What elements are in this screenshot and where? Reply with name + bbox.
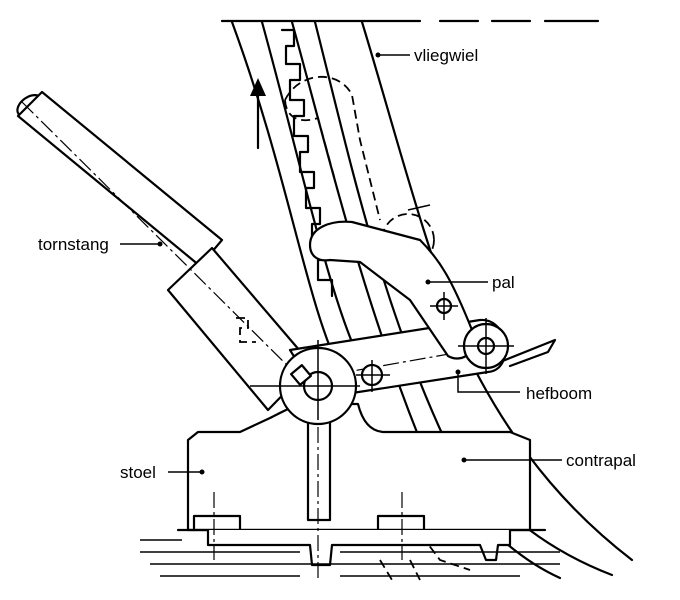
label-stoel: stoel [120,463,156,482]
label-tornstang: tornstang [38,235,109,254]
tornstang-rod [16,90,314,412]
label-hefboom: hefboom [526,384,592,403]
stoel-base [140,400,560,581]
label-vliegwiel-group: vliegwiel [375,46,478,65]
label-pal: pal [492,273,515,292]
arrow-up-icon [250,78,266,150]
dashed-pin-circle [381,213,435,267]
main-pivot [250,340,390,426]
dashed-pal-outline [284,75,381,221]
pal-pawl [308,220,514,374]
label-hefboom-group: hefboom [455,369,592,403]
label-contrapal-group: contrapal [461,451,636,470]
label-stoel-group: stoel [120,463,205,482]
label-vliegwiel: vliegwiel [414,46,478,65]
label-contrapal: contrapal [566,451,636,470]
label-tornstang-group: tornstang [38,235,163,254]
label-pal-group: pal [425,273,515,292]
